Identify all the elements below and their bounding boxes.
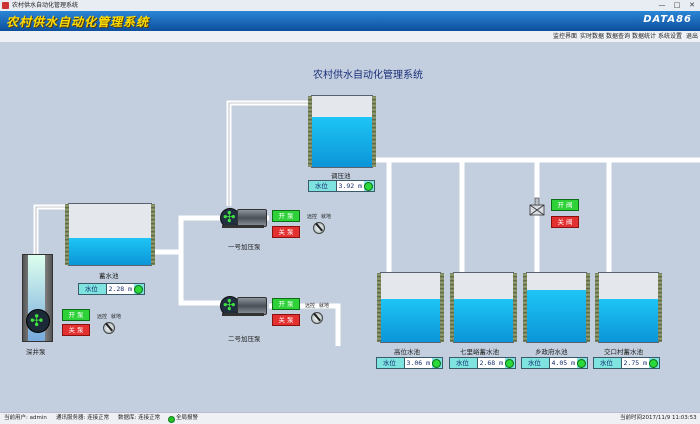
pump-1-remote-label: 远控: [307, 214, 318, 220]
valve-open-button[interactable]: 开 阀: [551, 199, 579, 211]
level-key: 水位: [84, 285, 98, 293]
pump-1-start-button[interactable]: 开 泵: [272, 210, 300, 222]
scada-title: 农村供水自动化管理系统: [313, 70, 423, 81]
tank-high-level: 水位 3.06 m: [376, 357, 443, 369]
level-key: 水位: [455, 359, 469, 367]
tank-township-level: 水位 4.05 m: [521, 357, 588, 369]
level-indicator-icon: [577, 359, 586, 368]
tank-jiaokou: [595, 272, 662, 343]
level-value: 3.92 m: [335, 181, 364, 191]
tank-jiaokou-level: 水位 2.75 m: [593, 357, 660, 369]
status-alarm[interactable]: 全局报警: [176, 415, 199, 421]
pump-1-label: 一号加压泵: [228, 243, 261, 251]
window-title: 农村供水自动化管理系统: [12, 2, 79, 9]
menu-query[interactable]: 数据查询: [606, 33, 631, 40]
deep-well-start-button[interactable]: 开 泵: [62, 309, 90, 321]
tank-storage: [65, 203, 155, 266]
level-indicator-icon: [364, 182, 373, 191]
tank-high-label: 高位水池: [394, 348, 420, 356]
tank-high: [377, 272, 444, 343]
minimize-button[interactable]: —: [658, 1, 666, 9]
deep-well-pump-icon: [26, 309, 50, 333]
deep-well-pump-label: 深井泵: [26, 348, 46, 356]
tank-township: [523, 272, 590, 343]
pump-2-remote-label: 远控: [305, 303, 316, 309]
pump-2-start-button[interactable]: 开 泵: [272, 298, 300, 310]
level-indicator-icon: [505, 359, 514, 368]
close-button[interactable]: ✕: [689, 1, 695, 9]
tank-storage-label: 蓄水池: [99, 272, 119, 280]
tank-pressure-water: [312, 117, 372, 167]
menu-realtime[interactable]: 实时数据: [580, 33, 605, 40]
alarm-indicator-icon: [168, 416, 175, 423]
deep-well-local-label: 就地: [111, 314, 122, 320]
pump-2-impeller-icon: [220, 296, 240, 316]
brand-logo: DATA86: [643, 14, 692, 25]
tank-qili: [450, 272, 517, 343]
level-value: 2.28 m: [105, 284, 134, 294]
app-title: 农村供水自动化管理系统: [6, 15, 150, 29]
valve-close-button[interactable]: 关 阀: [551, 216, 579, 228]
tank-pressure: [308, 95, 376, 168]
pump-1: [220, 208, 267, 230]
menu-exit[interactable]: 退出: [686, 33, 699, 40]
tank-township-label: 乡政府水池: [535, 348, 568, 356]
tank-pressure-label: 调压池: [331, 172, 351, 180]
tank-pressure-level: 水位 3.92 m: [308, 180, 375, 192]
menu-monitor[interactable]: 监控界面: [553, 33, 578, 40]
level-indicator-icon: [134, 285, 143, 294]
maximize-button[interactable]: □: [673, 1, 681, 9]
pump-1-stop-button[interactable]: 关 泵: [272, 226, 300, 238]
level-value: 2.68 m: [476, 358, 505, 368]
status-bar: 当前用户: admin 通讯服务器: 连接正常 数据库: 连接正常 全局报警 当…: [0, 412, 700, 424]
valve-icon: [529, 197, 545, 216]
level-key: 水位: [599, 359, 613, 367]
level-key: 水位: [382, 359, 396, 367]
tank-jiaokou-label: 交口村蓄水池: [604, 348, 643, 356]
pump-2-local-label: 就地: [319, 303, 330, 309]
level-key: 水位: [527, 359, 541, 367]
tank-qili-water: [454, 299, 513, 342]
pump-2-stop-button[interactable]: 关 泵: [272, 314, 300, 326]
tank-storage-water: [69, 237, 151, 265]
status-db: 数据库: 连接正常: [118, 415, 161, 421]
deep-well: [22, 254, 53, 342]
deep-well-mode-switch[interactable]: [103, 322, 115, 334]
level-value: 4.05 m: [548, 358, 577, 368]
pump-1-mode-switch[interactable]: [313, 222, 325, 234]
menu-statistics[interactable]: 数据统计: [632, 33, 657, 40]
pump-2: [220, 296, 267, 318]
tank-high-water: [381, 299, 440, 342]
deep-well-remote-label: 远控: [97, 314, 108, 320]
app-icon: [2, 2, 9, 9]
tank-qili-label: 七里峪蓄水池: [460, 348, 499, 356]
tank-jiaokou-water: [599, 299, 658, 342]
deep-well-stop-button[interactable]: 关 泵: [62, 324, 90, 336]
level-indicator-icon: [649, 359, 658, 368]
status-comm: 通讯服务器: 连接正常: [56, 415, 110, 421]
pump-2-label: 二号加压泵: [228, 335, 261, 343]
tank-township-water: [527, 290, 586, 342]
status-time: 2017/11/9 11:03:53: [642, 415, 697, 421]
status-time-label: 当前时间: [620, 415, 643, 421]
level-key: 水位: [314, 182, 328, 190]
level-value: 2.75 m: [620, 358, 649, 368]
level-indicator-icon: [432, 359, 441, 368]
app-header: 农村供水自动化管理系统 DATA86: [0, 11, 700, 31]
tank-qili-level: 水位 2.68 m: [449, 357, 516, 369]
menu-settings[interactable]: 系统设置: [658, 33, 683, 40]
level-value: 3.06 m: [403, 358, 432, 368]
status-user: 当前用户: admin: [4, 415, 47, 421]
tank-storage-level: 水位 2.28 m: [78, 283, 145, 295]
pump-1-local-label: 就地: [321, 214, 332, 220]
pump-2-mode-switch[interactable]: [311, 312, 323, 324]
